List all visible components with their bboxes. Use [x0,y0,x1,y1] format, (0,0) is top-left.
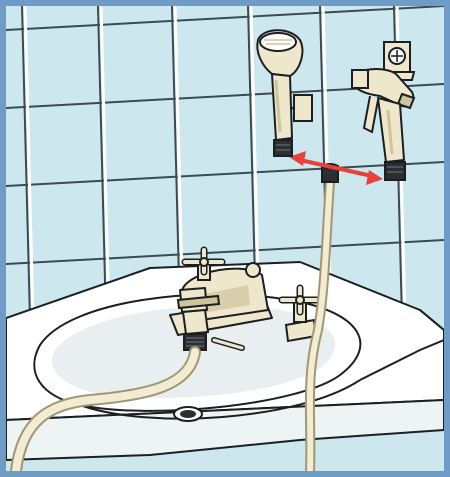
drain-icon [174,407,202,421]
